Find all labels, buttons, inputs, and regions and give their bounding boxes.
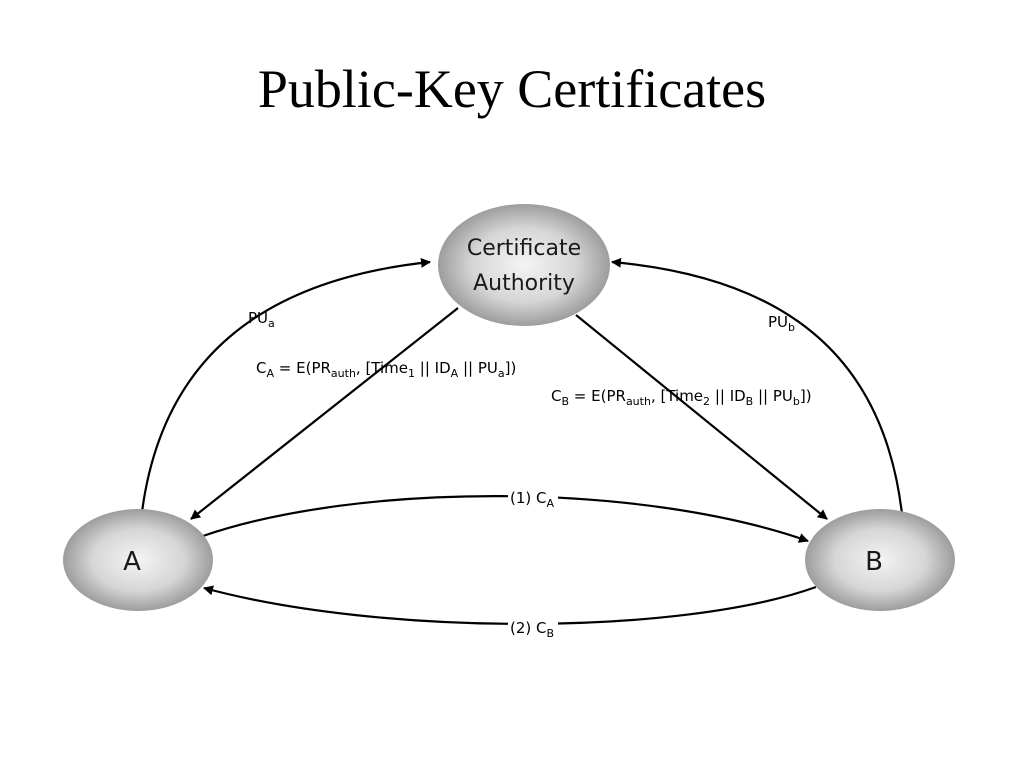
edge-cert-a bbox=[190, 307, 459, 520]
edge-cert-b bbox=[575, 314, 828, 520]
edge-pu-a bbox=[140, 257, 431, 513]
node-ca-line1: Certificate bbox=[467, 236, 581, 261]
node-a-label: A bbox=[123, 547, 141, 577]
node-b: B bbox=[805, 509, 955, 611]
node-ca-line2: Authority bbox=[473, 271, 575, 296]
node-certificate-authority: Certificate Authority bbox=[438, 204, 610, 326]
edge-pu-b bbox=[611, 257, 904, 515]
label-pu-b: PUb bbox=[768, 313, 795, 334]
label-cert-b: CB = E(PRauth, [Time2 || IDB || PUb]) bbox=[551, 387, 812, 408]
slide-title: Public-Key Certificates bbox=[257, 59, 767, 119]
node-b-label: B bbox=[865, 547, 883, 577]
step-2-label-bg bbox=[508, 618, 558, 640]
step-1-label-bg bbox=[508, 488, 558, 510]
label-step-1: (1) CA bbox=[510, 489, 555, 510]
label-cert-a: CA = E(PRauth, [Time1 || IDA || PUa]) bbox=[256, 359, 516, 380]
label-pu-a: PUa bbox=[248, 309, 275, 330]
label-step-2: (2) CB bbox=[510, 619, 554, 640]
node-a: A bbox=[63, 509, 213, 611]
edge-step-1 bbox=[202, 495, 809, 543]
